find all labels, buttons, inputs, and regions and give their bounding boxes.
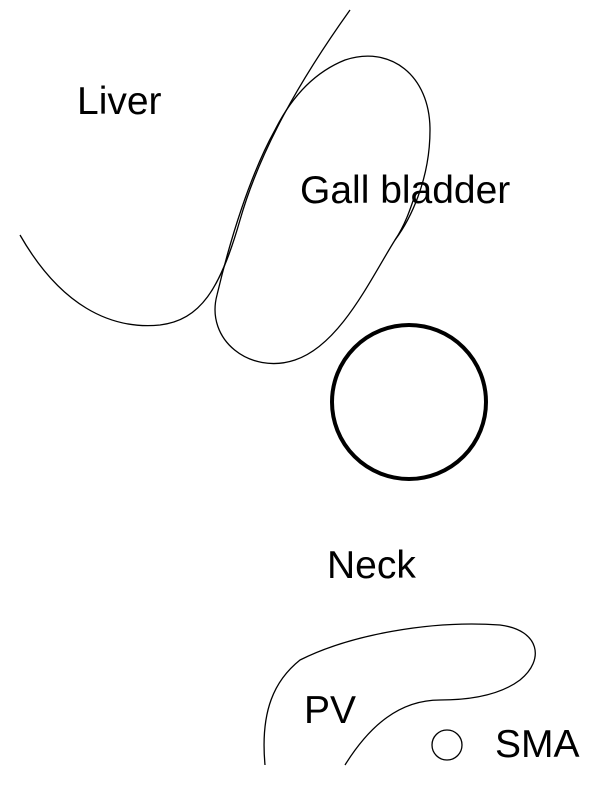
sma-circle (432, 730, 462, 760)
neck-label: Neck (327, 544, 416, 587)
neck-circle (332, 325, 486, 479)
gall-bladder-label: Gall bladder (300, 169, 510, 212)
liver-outline (20, 10, 350, 326)
pv-label: PV (304, 689, 356, 732)
liver-label: Liver (77, 80, 162, 123)
sma-label: SMA (495, 723, 580, 766)
